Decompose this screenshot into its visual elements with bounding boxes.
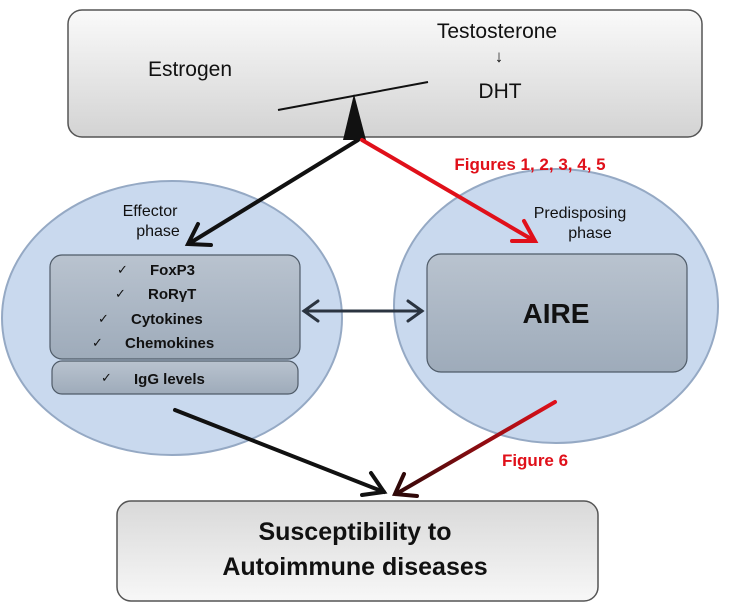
outcome-box (116, 500, 599, 602)
igg-levels-box (51, 360, 299, 395)
checkmark-icon: ✓ (115, 286, 126, 301)
bidirectional-arrow (301, 299, 425, 323)
checkmark-icon: ✓ (117, 262, 128, 277)
testosterone-label: Testosterone (437, 20, 557, 43)
effector-title-line2: phase (136, 223, 180, 240)
predisposing-title-line1: Predisposing (534, 205, 627, 222)
checkmark-icon: ✓ (98, 311, 109, 326)
dht-label: DHT (478, 80, 521, 103)
outcome-line2: Autoimmune diseases (222, 553, 487, 581)
effector-marker-list: ✓ FoxP3 ✓ RoRγT ✓ Cytokines ✓ Chemokines (92, 262, 214, 352)
checkmark-icon: ✓ (92, 335, 103, 350)
marker-rorgt: RoRγT (148, 286, 196, 303)
scale-to-predisposing-arrow (360, 138, 539, 243)
aire-to-outcome-arrow (392, 400, 557, 498)
scale-to-effector-arrow (184, 138, 360, 247)
effector-to-outcome-arrow (173, 408, 388, 497)
figure-6-label: Figure 6 (502, 451, 568, 470)
checkmark-icon: ✓ (101, 370, 112, 385)
igg-levels-label: IgG levels (134, 371, 205, 388)
balance-beam (277, 81, 429, 111)
aire-label: AIRE (523, 298, 590, 329)
marker-chemokines: Chemokines (125, 335, 214, 352)
outcome-line1: Susceptibility to (258, 518, 451, 546)
aire-box (426, 253, 688, 373)
marker-foxp3: FoxP3 (150, 262, 195, 279)
effector-title-line1: Effector (123, 203, 179, 220)
figures-1-5-label: Figures 1, 2, 3, 4, 5 (454, 155, 605, 174)
hormone-box (67, 9, 703, 138)
effector-markers-box (49, 254, 301, 360)
predisposing-title-line2: phase (568, 225, 612, 242)
estrogen-label: Estrogen (148, 58, 232, 81)
marker-cytokines: Cytokines (131, 311, 203, 328)
balance-fulcrum-icon (343, 94, 366, 140)
conversion-arrow-icon: ↓ (495, 47, 504, 66)
